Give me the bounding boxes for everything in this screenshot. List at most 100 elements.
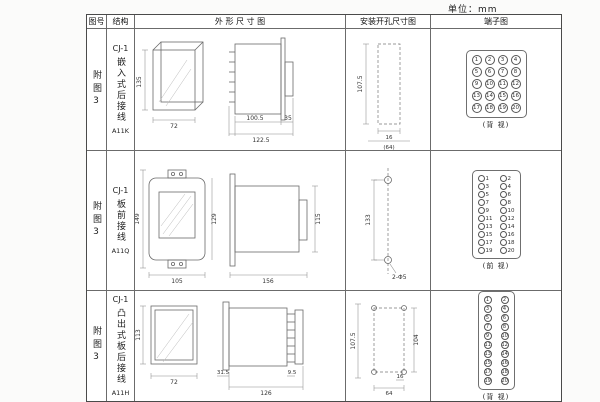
- terminal-number: 13: [485, 223, 493, 230]
- code-label: A11H: [111, 389, 130, 397]
- terminal: 4: [500, 304, 509, 313]
- terminal-circle: [477, 223, 485, 230]
- terminal: 6: [484, 66, 495, 77]
- terminal: 16: [499, 231, 515, 238]
- terminal-number: 14: [507, 223, 515, 230]
- terminal-circle: 3: [497, 54, 508, 65]
- terminal: 8: [500, 322, 509, 331]
- terminal-number: 8: [507, 199, 512, 206]
- terminal: 19: [477, 247, 493, 254]
- terminal: 15: [483, 358, 492, 367]
- terminal-circle: 18: [500, 367, 509, 376]
- terminal-circle: [477, 239, 485, 246]
- dim-hole-height: 104: [413, 334, 420, 346]
- terminal: 15: [497, 90, 508, 101]
- structure-label: 嵌入式后接线: [115, 57, 125, 123]
- dim-flange: 35: [284, 115, 292, 122]
- structure-a11k: CJ-1 嵌入式后接线 A11K: [107, 29, 135, 151]
- terminal: 10: [500, 331, 509, 340]
- terminal-number: 16: [507, 231, 515, 238]
- terminal-number: 2: [507, 175, 512, 182]
- terminal-circle: 7: [497, 66, 508, 77]
- terminal: 10: [499, 207, 515, 214]
- terminal-number: 7: [485, 199, 490, 206]
- terminal-circle: 15: [497, 90, 508, 101]
- terminal-number: 9: [485, 207, 490, 214]
- terminal: 2: [499, 175, 515, 182]
- structure-label: 凸出式板后接线: [115, 308, 125, 385]
- terminal-circle: 14: [500, 349, 509, 358]
- dim-height: 107.5: [350, 332, 357, 349]
- terminal-circle: [499, 223, 507, 230]
- dim-depth: 156: [262, 278, 274, 285]
- outline-drawing-a11k: 135 72 100.5 35 122.5: [136, 37, 294, 144]
- terminal-circle: 10: [500, 331, 509, 340]
- terminal: 14: [499, 223, 515, 230]
- fig-no-a11k: 附图3: [87, 29, 107, 151]
- terminal-number: 17: [485, 239, 493, 246]
- dim-width: 72: [170, 379, 178, 386]
- terminal-circle: 5: [483, 313, 492, 322]
- terminal: 3: [483, 304, 492, 313]
- dim-pin-depth: 9.5: [288, 370, 297, 376]
- terminal-number: 11: [485, 215, 493, 222]
- terminal-circle: [499, 247, 507, 254]
- terminal: 18: [499, 239, 515, 246]
- terminal: 3: [477, 183, 493, 190]
- outline-cell-a11h: 113 72 31.5 9.5 126: [135, 291, 346, 401]
- dim-pitch: 16: [397, 374, 404, 380]
- terminal-circle: [499, 175, 507, 182]
- install-drawing-a11k: 107.5 16 (64): [357, 43, 410, 150]
- dim-height: 113: [135, 329, 142, 341]
- terminal: 1: [477, 175, 493, 182]
- fig-no-label: 附图3: [91, 200, 101, 241]
- terminal: 12: [510, 78, 521, 89]
- outline-cell-a11q: 149 129 105 156 115: [135, 151, 346, 291]
- terminal-circle: 20: [510, 102, 521, 113]
- terminal: 1: [471, 54, 482, 65]
- terminal: 5: [483, 313, 492, 322]
- terminal-circle: 3: [483, 304, 492, 313]
- terminal-circle: [477, 215, 485, 222]
- dim-holes: 2-Φ5: [392, 274, 407, 281]
- terminal: 20: [500, 376, 509, 385]
- terminal: 7: [483, 322, 492, 331]
- terminal-circle: [477, 207, 485, 214]
- dim-width: 72: [170, 123, 178, 130]
- terminal-number: 15: [485, 231, 493, 238]
- terminal-number: 6: [507, 191, 512, 198]
- terminal: 2: [484, 54, 495, 65]
- install-drawing-a11q: 133 2-Φ5: [365, 167, 407, 281]
- terminal: 4: [510, 54, 521, 65]
- fig-no-a11q: 附图3: [87, 151, 107, 291]
- terminal-circle: 13: [483, 349, 492, 358]
- terminal-number: 19: [485, 247, 493, 254]
- outline-drawing-a11h: 113 72 31.5 9.5 126: [135, 301, 304, 396]
- structure-label: 板前接线: [115, 199, 125, 243]
- terminal: 14: [484, 90, 495, 101]
- terminal-circle: [477, 183, 485, 190]
- dim-hole-spacing: 133: [365, 214, 372, 226]
- terminal-circle: 15: [483, 358, 492, 367]
- dim-depth-inner: 100.5: [246, 115, 263, 122]
- terminal-circle: 2: [484, 54, 495, 65]
- terminal-circle: [477, 191, 485, 198]
- terminal: 9: [483, 331, 492, 340]
- install-cell-a11q: 133 2-Φ5: [346, 151, 431, 291]
- terminal: 5: [471, 66, 482, 77]
- terminal-circle: [477, 247, 485, 254]
- terminal: 10: [484, 78, 495, 89]
- terminal-circle: 16: [500, 358, 509, 367]
- terminal-circle: 17: [471, 102, 482, 113]
- terminal: 12: [500, 340, 509, 349]
- terminal: 19: [497, 102, 508, 113]
- terminal-circle: [499, 231, 507, 238]
- terminal-circle: 4: [510, 54, 521, 65]
- unit-label: 单位：mm: [448, 5, 498, 15]
- terminal-number: 4: [507, 183, 512, 190]
